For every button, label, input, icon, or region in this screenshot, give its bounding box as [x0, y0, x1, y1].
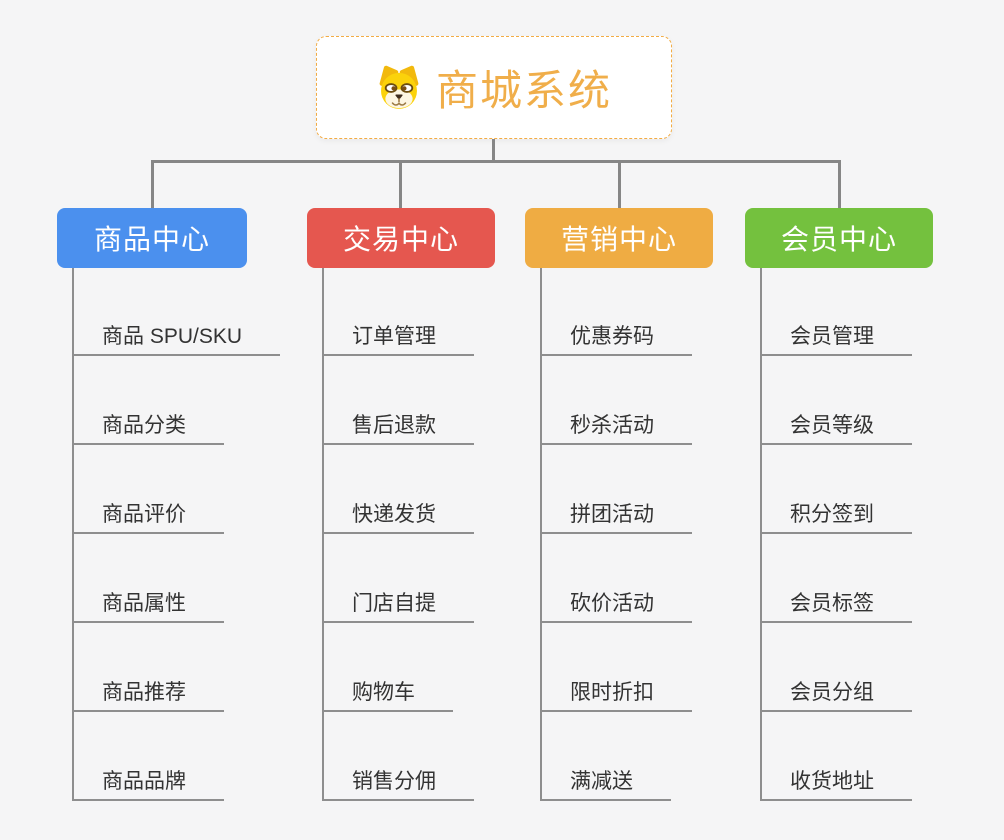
- trunk-line-1: [72, 268, 74, 800]
- leaf-node[interactable]: 收货地址: [760, 764, 912, 801]
- connector-drop-4: [838, 160, 841, 208]
- trunk-line-3: [540, 268, 542, 800]
- leaf-node[interactable]: 售后退款: [322, 408, 474, 445]
- root-node-title: 商城系统: [435, 67, 612, 114]
- leaf-node[interactable]: 商品推荐: [72, 675, 224, 712]
- leaf-node[interactable]: 会员标签: [760, 586, 912, 623]
- leaf-node[interactable]: 限时折扣: [540, 675, 692, 712]
- leaf-node[interactable]: 购物车: [322, 675, 453, 712]
- leaf-node[interactable]: 门店自提: [322, 586, 474, 623]
- leaf-node[interactable]: 商品评价: [72, 497, 224, 534]
- leaf-node[interactable]: 快递发货: [322, 497, 474, 534]
- branch-node-product-center[interactable]: 商品中心: [57, 208, 247, 268]
- branch-node-trade-center[interactable]: 交易中心: [307, 208, 495, 268]
- leaf-node[interactable]: 商品属性: [72, 586, 224, 623]
- dog-face-icon: [379, 65, 419, 109]
- connector-drop-1: [151, 160, 154, 208]
- leaf-node[interactable]: 会员等级: [760, 408, 912, 445]
- branch-label: 会员中心: [780, 224, 897, 255]
- branch-node-member-center[interactable]: 会员中心: [745, 208, 933, 268]
- branch-node-marketing-center[interactable]: 营销中心: [525, 208, 713, 268]
- leaf-node[interactable]: 砍价活动: [540, 586, 692, 623]
- leaf-node[interactable]: 商品 SPU/SKU: [72, 319, 281, 356]
- leaf-node[interactable]: 订单管理: [322, 319, 474, 356]
- root-node-mall-system[interactable]: 商城系统: [316, 36, 672, 139]
- leaf-node[interactable]: 拼团活动: [540, 497, 692, 534]
- branch-label: 交易中心: [342, 224, 459, 255]
- leaf-node[interactable]: 满减送: [540, 764, 671, 801]
- connector-root-drop: [492, 139, 495, 162]
- leaf-node[interactable]: 优惠券码: [540, 319, 692, 356]
- leaf-node[interactable]: 商品分类: [72, 408, 224, 445]
- leaf-node[interactable]: 秒杀活动: [540, 408, 692, 445]
- leaf-node[interactable]: 积分签到: [760, 497, 912, 534]
- leaf-node[interactable]: 销售分佣: [322, 764, 474, 801]
- leaf-node[interactable]: 商品品牌: [72, 764, 224, 801]
- connector-drop-2: [399, 160, 402, 208]
- connector-drop-3: [618, 160, 621, 208]
- trunk-line-4: [760, 268, 762, 800]
- leaf-node[interactable]: 会员分组: [760, 675, 912, 712]
- branch-label: 商品中心: [93, 224, 210, 255]
- leaf-node[interactable]: 会员管理: [760, 319, 912, 356]
- trunk-line-2: [322, 268, 324, 800]
- branch-label: 营销中心: [560, 224, 677, 255]
- connector-bus: [151, 160, 841, 163]
